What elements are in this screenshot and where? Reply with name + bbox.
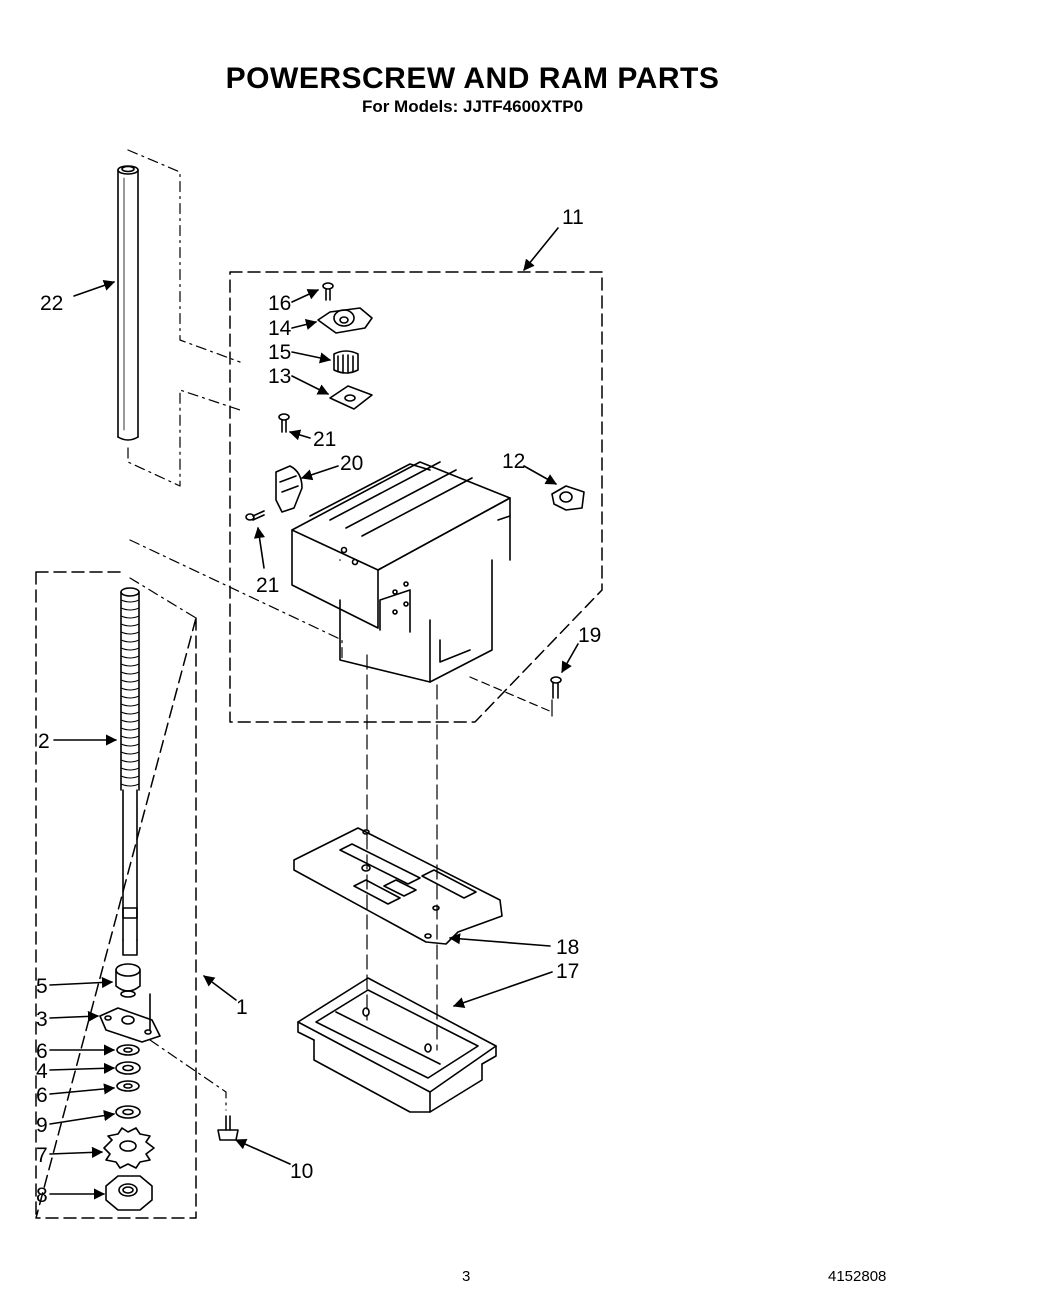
assembly-11-boundary: [229, 271, 603, 723]
callout-19: 19: [578, 624, 601, 647]
sprocket-part-7: [103, 1127, 155, 1169]
callout-16: 16: [268, 292, 291, 315]
screw-part-16: [322, 282, 334, 301]
callout-2: 2: [38, 730, 50, 753]
bearing-part-4: [115, 1061, 141, 1075]
powerscrew-part-2: [120, 587, 140, 956]
callout-17: 17: [556, 960, 579, 983]
callout-10: 10: [290, 1160, 313, 1183]
gear-part-15: [333, 350, 359, 374]
screw-part-19: [550, 676, 562, 699]
nut-part-8: [105, 1175, 153, 1211]
washer-part-6a: [116, 1044, 140, 1056]
bolt-part-10: [217, 1115, 239, 1141]
bracket-part-14: [317, 307, 373, 334]
callout-22: 22: [40, 292, 63, 315]
callout-9: 9: [36, 1114, 48, 1137]
callout-14: 14: [268, 317, 292, 340]
callout-18: 18: [556, 936, 579, 959]
callout-11: 11: [562, 206, 584, 229]
tube-part-22: [117, 165, 139, 441]
callout-6-upper: 6: [36, 1040, 48, 1063]
washer-part-6b: [116, 1080, 140, 1092]
callout-15: 15: [268, 341, 291, 364]
pan-part-17: [297, 977, 497, 1113]
callout-1: 1: [236, 996, 248, 1019]
page-title: POWERSCREW AND RAM PARTS: [225, 62, 720, 95]
callout-20: 20: [340, 452, 363, 475]
callout-4: 4: [36, 1060, 48, 1083]
callout-12: 12: [502, 450, 525, 473]
document-number: 4152808: [828, 1268, 887, 1285]
gasket-part-18: [293, 827, 503, 945]
callout-8: 8: [36, 1184, 48, 1207]
callout-21-upper: 21: [313, 428, 336, 451]
model-subtitle: For Models: JJTF4600XTP0: [361, 97, 584, 116]
plate-part-13: [329, 385, 373, 410]
fitting-part-12: [551, 485, 585, 511]
clip-part-20: [275, 465, 303, 513]
assembly-1-boundary: [35, 571, 197, 1219]
callout-21-lower: 21: [256, 574, 279, 597]
page-number: 3: [462, 1268, 471, 1285]
callout-6-lower: 6: [36, 1084, 48, 1107]
screw-part-21-lower: [245, 510, 265, 521]
bushing-part-5: [115, 963, 141, 998]
ram-housing: [291, 461, 511, 683]
screw-part-21-upper: [278, 413, 290, 433]
plate-part-3: [99, 1007, 161, 1043]
spacer-part-9: [115, 1105, 141, 1119]
callout-5: 5: [36, 975, 48, 998]
callout-3: 3: [36, 1008, 48, 1031]
callout-13: 13: [268, 365, 291, 388]
callout-7: 7: [36, 1144, 48, 1167]
